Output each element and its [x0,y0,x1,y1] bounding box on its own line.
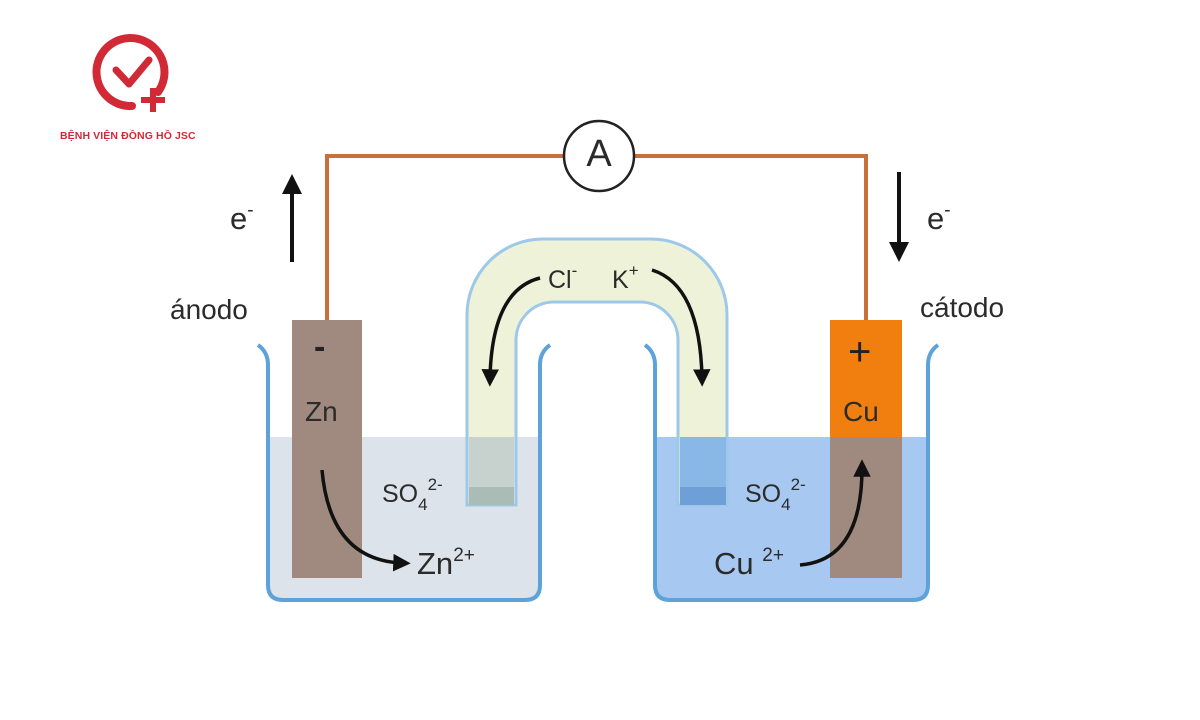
anode-electron-label: e- [230,200,254,236]
anode-sign: - [314,328,326,366]
ammeter-symbol: A [586,133,612,175]
brand-name: BỆNH VIỆN ĐỒNG HỒ JSC [60,130,196,142]
copper-electrode-bottom [830,437,902,578]
zinc-oxidation-arrow [320,469,411,572]
brand-logo [92,34,169,112]
cathode-metal-label: Cu [843,396,879,427]
cathode-sulfate-label: SO42- [745,475,806,514]
cathode-beaker [643,343,940,602]
copper-ion-label: Cu 2+ [714,545,784,581]
anode-label: ánodo [170,294,248,325]
cathode-sign: + [848,330,872,374]
anode-beaker [256,343,552,602]
cathode-electron-label: e- [927,200,951,236]
copper-reduction-arrow [799,459,871,567]
salt-bridge [465,237,729,507]
anode-sulfate-label: SO42- [382,475,443,514]
zinc-electrode [292,320,362,578]
chloride-arrow [481,276,541,387]
cathode-label: cátodo [920,292,1005,323]
anode-metal-label: Zn [305,396,338,427]
ammeter [562,119,636,193]
chloride-ion-label: Cl- [548,261,578,294]
zinc-ion-label: Zn2+ [417,545,475,581]
copper-electrode-top [830,320,902,437]
potassium-ion-label: K+ [612,261,639,294]
potassium-arrow [651,268,711,387]
